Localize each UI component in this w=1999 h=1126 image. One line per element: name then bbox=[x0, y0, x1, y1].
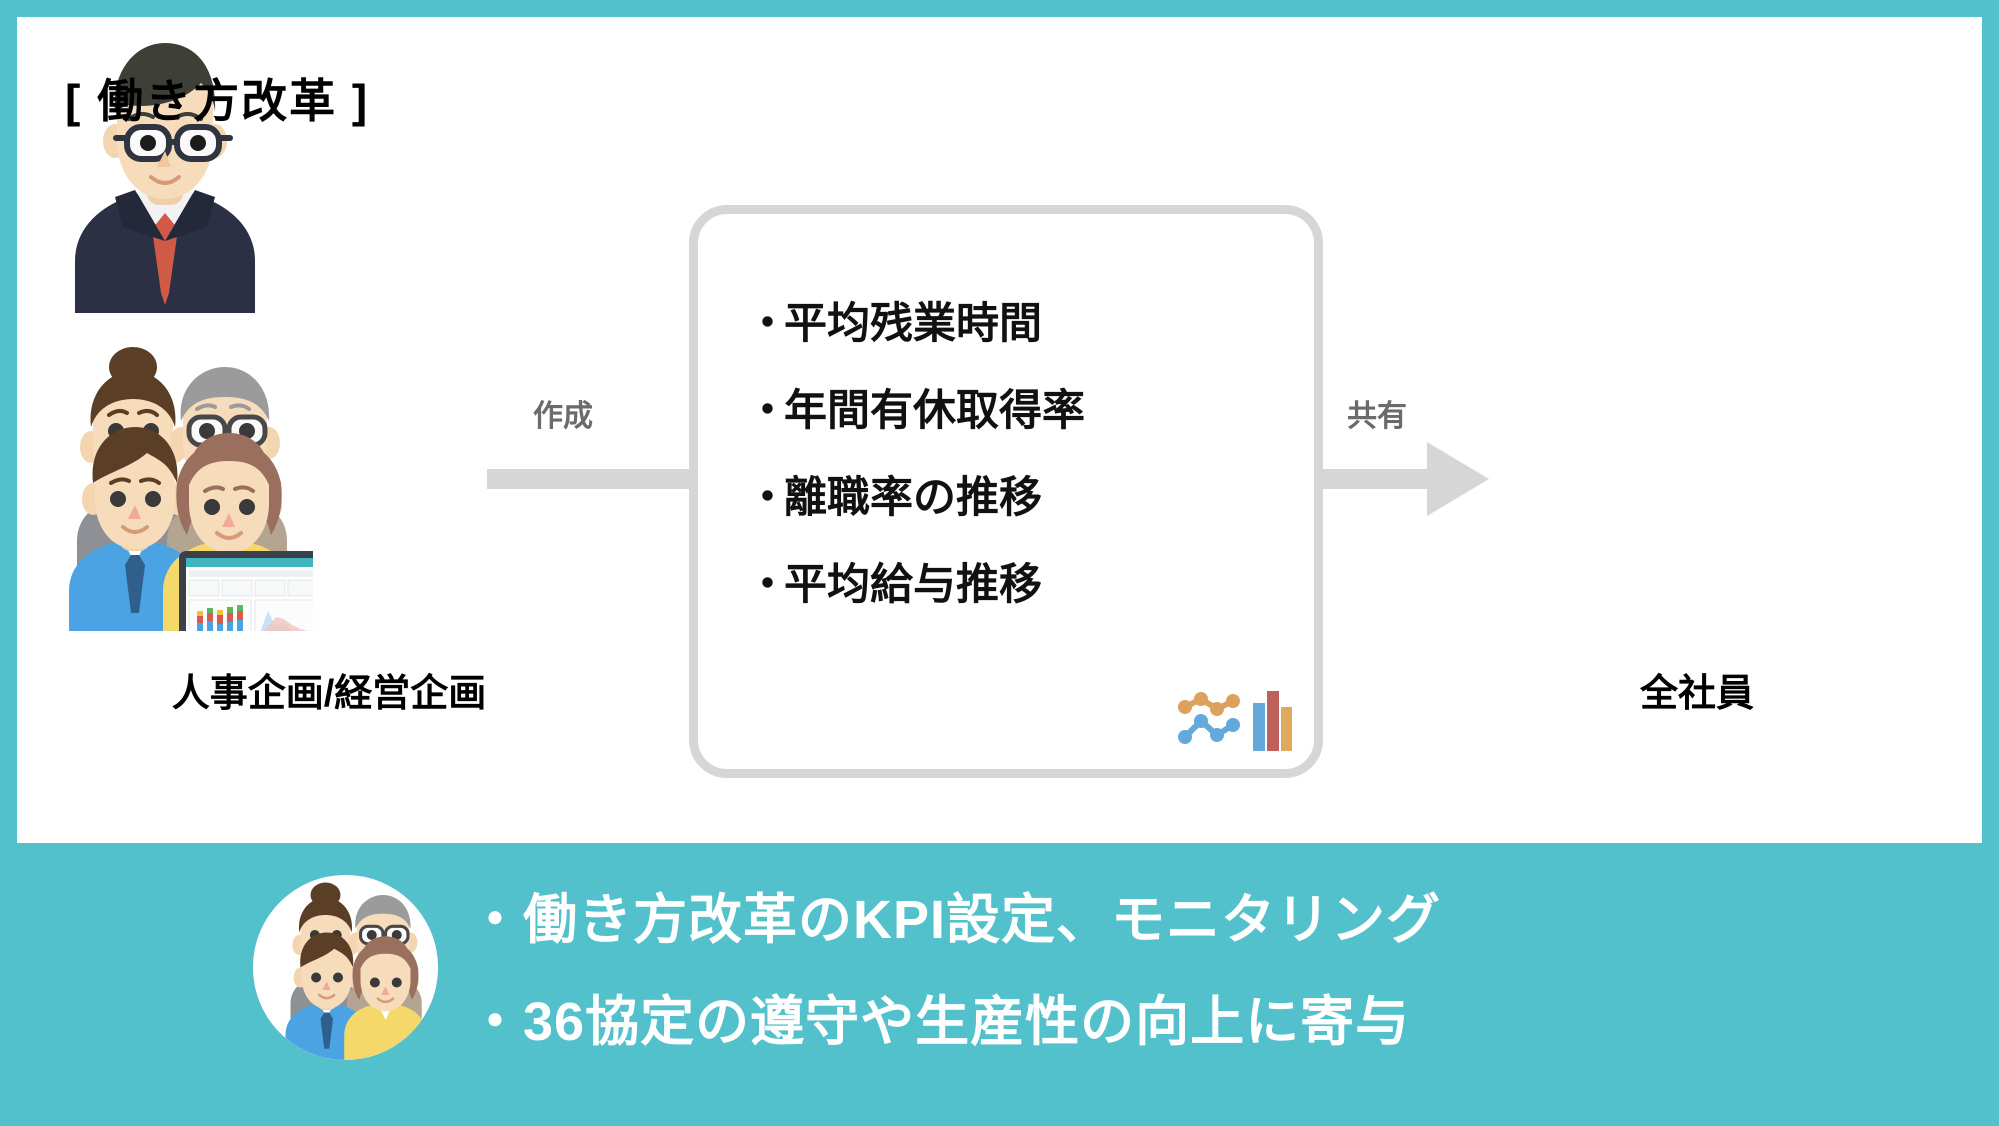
target-avatar bbox=[17, 335, 335, 653]
laptop-dashboard-icon bbox=[179, 551, 313, 631]
connector-label-create: 作成 bbox=[533, 400, 593, 433]
connector-line-left bbox=[487, 469, 689, 489]
source-label: 人事企画/経営企画 bbox=[171, 673, 487, 715]
caption-avatar bbox=[253, 875, 438, 1060]
bullet-marker-icon: ・ bbox=[746, 386, 789, 435]
connector-line-right bbox=[1317, 469, 1435, 489]
bullet-marker-icon: ・ bbox=[746, 473, 789, 522]
arrow-right-icon bbox=[1427, 442, 1489, 516]
line-chart-icon bbox=[1178, 692, 1240, 744]
pie-chart-icon bbox=[1107, 689, 1167, 749]
list-item: ・ 年間有休取得率 bbox=[746, 363, 1286, 450]
page-title: [ 働き方改革 ] bbox=[65, 75, 370, 127]
kpi-card: ・ 平均残業時間 ・ 年間有休取得率 ・ 離職率の推移 ・ 平均給与推移 bbox=[689, 205, 1323, 778]
caption-line: ・36協定の遵守や生産性の向上に寄与 bbox=[468, 992, 1411, 1052]
list-item: ・ 平均残業時間 bbox=[746, 276, 1286, 363]
group-of-employees-avatar bbox=[253, 875, 438, 1060]
list-item-label: 離職率の推移 bbox=[784, 473, 1042, 522]
connector-label-share: 共有 bbox=[1347, 400, 1407, 433]
list-item-label: 平均給与推移 bbox=[784, 560, 1042, 609]
list-item: ・ 平均給与推移 bbox=[746, 537, 1286, 624]
bullet-marker-icon: ・ bbox=[746, 299, 789, 348]
bar-chart-icon bbox=[1253, 691, 1292, 751]
chart-decor-group bbox=[1107, 685, 1292, 753]
bullet-marker-icon: ・ bbox=[746, 560, 789, 609]
group-of-employees-avatar bbox=[17, 335, 313, 631]
kpi-list: ・ 平均残業時間 ・ 年間有休取得率 ・ 離職率の推移 ・ 平均給与推移 bbox=[746, 276, 1286, 624]
caption-line: ・働き方改革のKPI設定、モニタリング bbox=[468, 890, 1442, 950]
content-panel: [ 働き方改革 ] bbox=[17, 17, 1982, 843]
list-item-label: 年間有休取得率 bbox=[784, 386, 1085, 435]
caption-band: ・働き方改革のKPI設定、モニタリング ・36協定の遵守や生産性の向上に寄与 bbox=[0, 843, 1999, 1126]
list-item-label: 平均残業時間 bbox=[784, 299, 1042, 348]
list-item: ・ 離職率の推移 bbox=[746, 450, 1286, 537]
caption-list: ・働き方改革のKPI設定、モニタリング ・36協定の遵守や生産性の向上に寄与 bbox=[468, 869, 1868, 1073]
target-label: 全社員 bbox=[1639, 673, 1754, 715]
businessman-glasses-avatar bbox=[17, 17, 313, 313]
source-avatar bbox=[17, 17, 335, 335]
